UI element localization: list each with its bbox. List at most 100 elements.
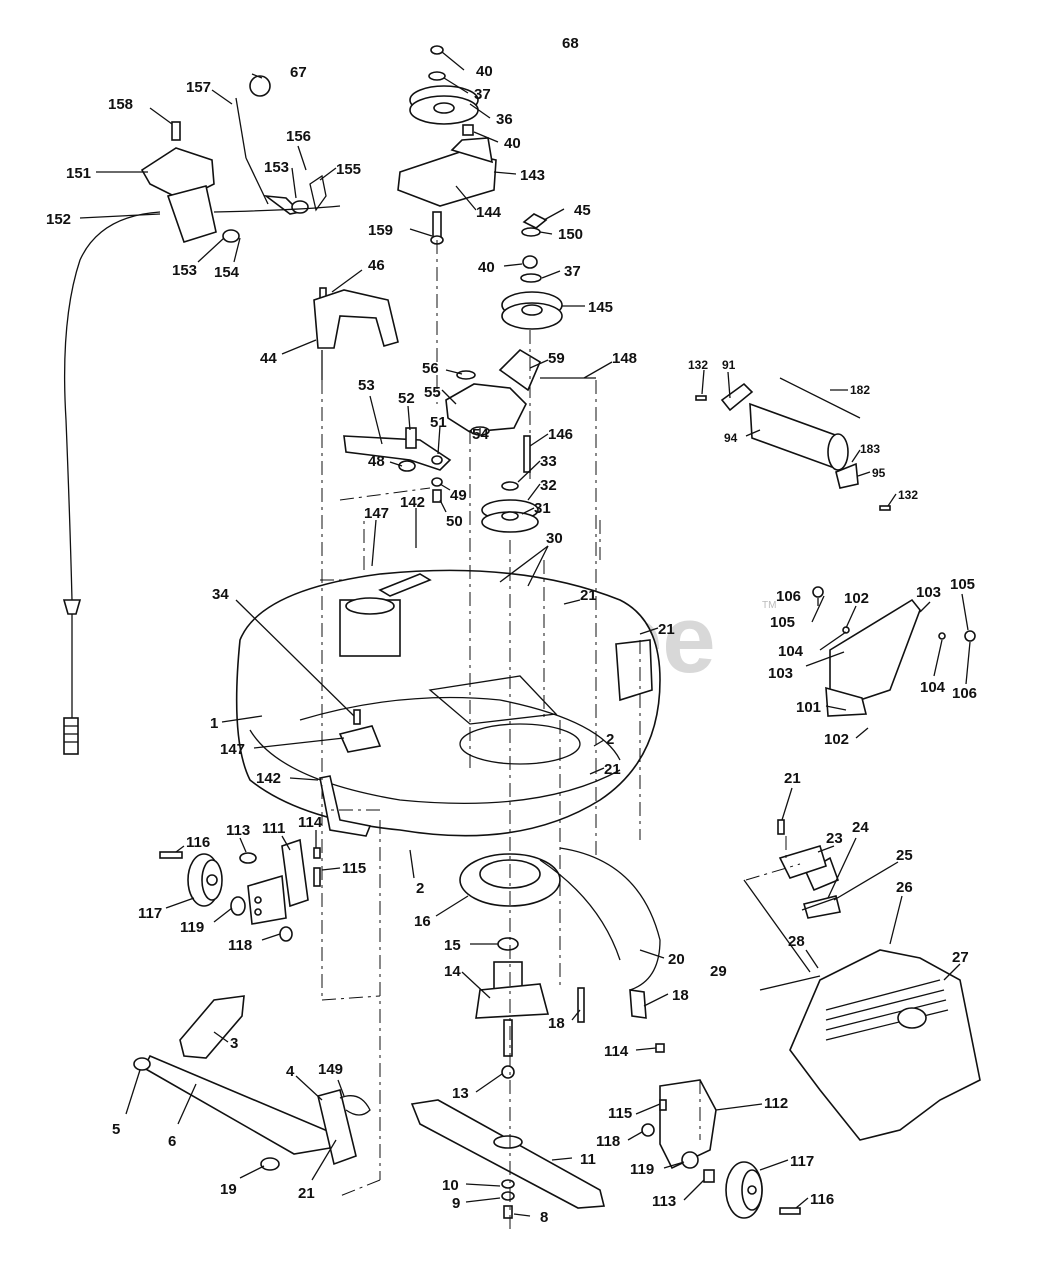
callout-21: 21 <box>784 770 801 787</box>
callout-143: 143 <box>520 167 545 184</box>
callout-46: 46 <box>368 257 385 274</box>
callout-111: 111 <box>262 820 285 837</box>
callout-142: 142 <box>400 494 425 511</box>
callout-102: 102 <box>844 590 869 607</box>
discharge-chute <box>743 856 981 1141</box>
callout-119: 119 <box>180 919 204 936</box>
callout-147: 147 <box>220 741 245 758</box>
callout-132: 132 <box>688 358 708 372</box>
callout-104: 104 <box>920 679 946 696</box>
callout-28: 28 <box>788 933 805 950</box>
callout-94: 94 <box>724 431 738 445</box>
callout-116: 116 <box>186 834 210 851</box>
callout-49: 49 <box>450 487 467 504</box>
callout-21: 21 <box>604 761 621 778</box>
callout-23: 23 <box>826 830 843 847</box>
idler-pulley-assembly <box>397 45 497 245</box>
callout-116: 116 <box>810 1191 834 1208</box>
callout-27: 27 <box>952 949 969 966</box>
idler-bracket <box>445 348 596 473</box>
leader-lines <box>79 51 971 1217</box>
callout-6: 6 <box>168 1133 176 1150</box>
callout-105: 105 <box>770 614 795 631</box>
callout-40: 40 <box>504 135 521 152</box>
callout-21: 21 <box>580 587 597 604</box>
callout-30: 30 <box>546 530 563 547</box>
gauge-wheel-right <box>641 1043 801 1219</box>
callout-102: 102 <box>824 731 849 748</box>
callout-40: 40 <box>476 63 493 80</box>
callout-36: 36 <box>496 111 513 128</box>
spindle-pulley <box>481 481 539 533</box>
callout-19: 19 <box>220 1181 237 1198</box>
callout-52: 52 <box>398 390 415 407</box>
callout-55: 55 <box>424 384 441 401</box>
callout-144: 144 <box>476 204 502 221</box>
callout-147: 147 <box>364 505 389 522</box>
callout-91: 91 <box>722 358 736 372</box>
callout-118: 118 <box>596 1133 620 1150</box>
callout-67: 67 <box>290 64 307 81</box>
callout-113: 113 <box>652 1193 676 1210</box>
callout-labels: 68 40 37 36 40 143 144 159 45 150 40 37 … <box>46 35 977 1226</box>
callout-115: 115 <box>608 1105 632 1122</box>
callout-103: 103 <box>768 665 793 682</box>
chute-rod-assembly <box>539 847 661 1023</box>
callout-45: 45 <box>574 202 591 219</box>
gauge-wheel-left <box>159 775 372 942</box>
callout-148: 148 <box>612 350 637 367</box>
callout-29: 29 <box>710 963 727 980</box>
callout-142: 142 <box>256 770 281 787</box>
callout-117: 117 <box>138 905 162 922</box>
callout-114: 114 <box>298 814 323 831</box>
callout-117: 117 <box>790 1153 814 1170</box>
callout-11: 11 <box>580 1151 596 1168</box>
callout-40: 40 <box>478 259 495 276</box>
callout-105: 105 <box>950 576 975 593</box>
callout-150: 150 <box>558 226 583 243</box>
callout-31: 31 <box>534 500 551 517</box>
assembly-lines <box>320 240 801 1230</box>
callout-54: 54 <box>472 426 489 443</box>
callout-13: 13 <box>452 1085 469 1102</box>
mower-blade <box>410 1099 606 1219</box>
pulley-145-stack <box>501 213 563 330</box>
mower-deck-housing <box>235 569 661 837</box>
callout-106: 106 <box>952 685 977 702</box>
callout-114: 114 <box>604 1043 629 1060</box>
callout-21: 21 <box>658 621 675 638</box>
callout-20: 20 <box>668 951 685 968</box>
callout-33: 33 <box>540 453 557 470</box>
callout-2: 2 <box>416 880 424 897</box>
callout-159: 159 <box>368 222 393 239</box>
callout-113: 113 <box>226 822 250 839</box>
callout-183: 183 <box>860 442 880 456</box>
callout-1: 1 <box>210 715 218 732</box>
callout-37: 37 <box>474 86 491 103</box>
callout-101: 101 <box>796 699 821 716</box>
callout-156: 156 <box>286 128 311 145</box>
callout-115: 115 <box>342 860 366 877</box>
callout-151: 151 <box>66 165 91 182</box>
callout-158: 158 <box>108 96 133 113</box>
deck-hanger <box>313 287 399 380</box>
callout-26: 26 <box>896 879 913 896</box>
drive-belt <box>565 22 831 222</box>
callout-119: 119 <box>630 1161 654 1178</box>
callout-103: 103 <box>916 584 941 601</box>
callout-24: 24 <box>852 819 869 836</box>
callout-4: 4 <box>286 1063 295 1080</box>
callout-149: 149 <box>318 1061 343 1078</box>
callout-154: 154 <box>214 264 240 281</box>
lift-link-assembly <box>133 995 371 1171</box>
watermark-tm: TM <box>762 600 776 611</box>
callout-3: 3 <box>230 1035 238 1052</box>
callout-118: 118 <box>228 937 252 954</box>
callout-145: 145 <box>588 299 613 316</box>
callout-182: 182 <box>850 383 870 397</box>
callout-157: 157 <box>186 79 211 96</box>
callout-59: 59 <box>548 350 565 367</box>
callout-2: 2 <box>606 731 614 748</box>
callout-9: 9 <box>452 1195 460 1212</box>
